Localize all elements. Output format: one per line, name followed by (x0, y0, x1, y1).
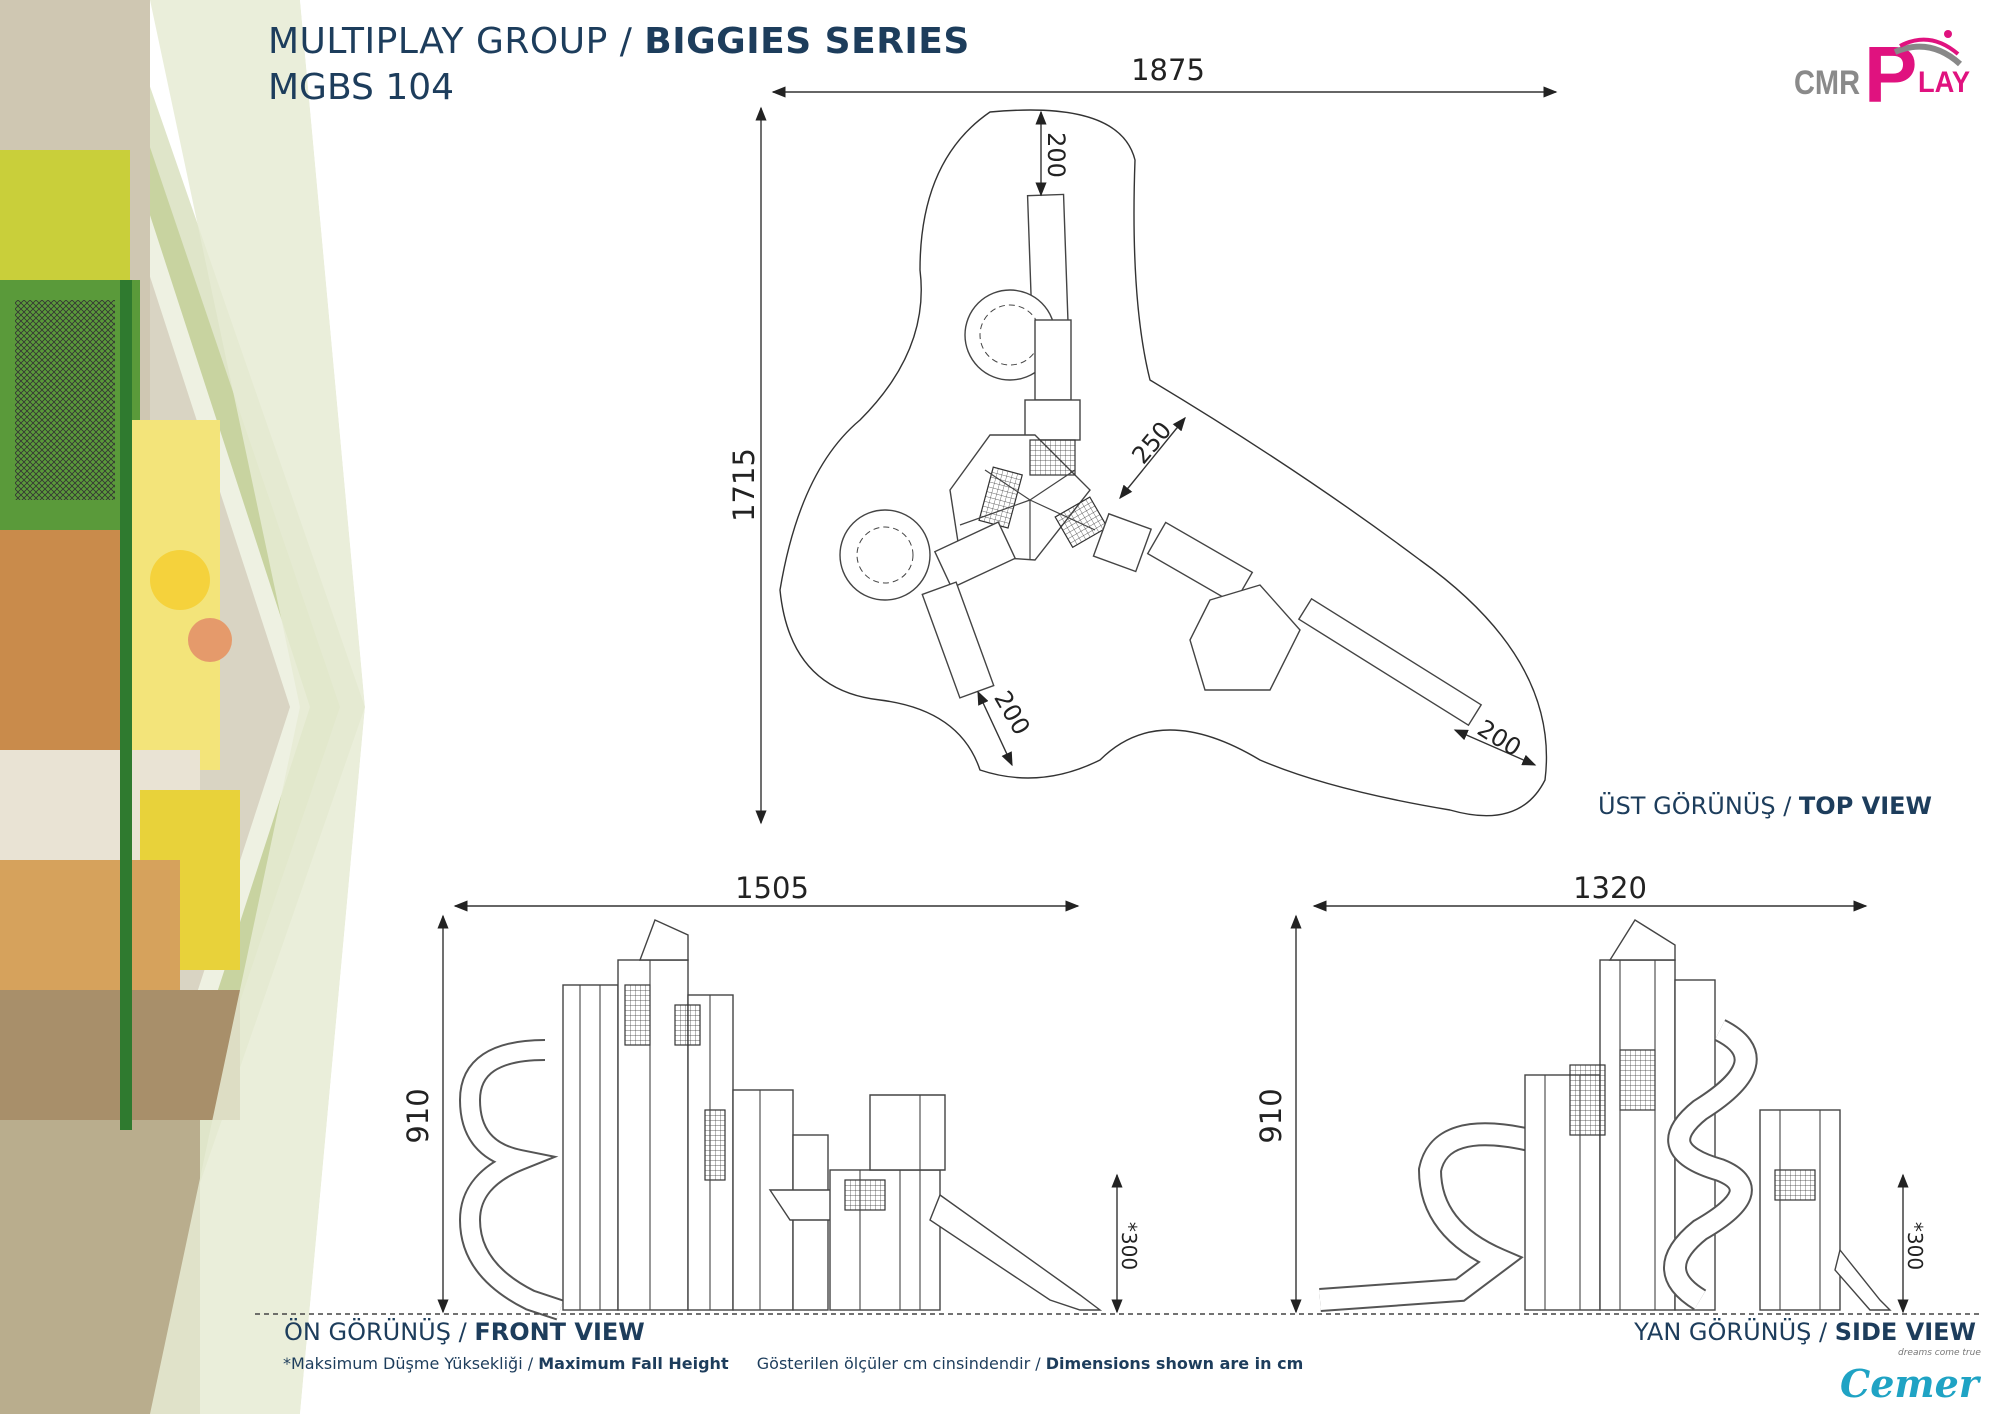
dim-side-fall-height: *300 (1903, 1222, 1927, 1270)
group-name: MULTIPLAY GROUP (268, 21, 608, 62)
slogan: dreams come true (1898, 1348, 1981, 1358)
cemer-logo: dreams come true Cemer (1840, 1348, 1998, 1412)
dim-depth: 1715 (727, 448, 761, 522)
product-photo-panel (0, 0, 380, 1414)
front-view-caption: ÖN GÖRÜNÜŞ / FRONT VIEW (284, 1318, 645, 1346)
safety-zone-outline (779, 109, 1548, 817)
series-name: BIGGIES SERIES (644, 21, 970, 62)
front-view: 1505 910 *300 (401, 871, 1141, 1321)
dim-clearance-left: 200 (988, 686, 1035, 740)
left-slide (921, 581, 995, 699)
playground-photo (0, 0, 290, 1414)
title-separator: / (607, 21, 645, 62)
footnote: *Maksimum Düşme Yüksekliği / Maximum Fal… (283, 1354, 1304, 1373)
top-view-caption: ÜST GÖRÜNÜŞ / TOP VIEW (1598, 792, 1933, 820)
side-small-tower (1759, 1109, 1841, 1311)
cmrplay-logo: CMR P LAY (1790, 22, 1980, 119)
model-code: MGBS 104 (268, 67, 455, 108)
side-view-caption: YAN GÖRÜNÜŞ / SIDE VIEW (1634, 1318, 1976, 1346)
caption-en: TOP VIEW (1798, 792, 1933, 820)
right-slide (1297, 597, 1483, 727)
spiral-slide-left (839, 509, 931, 601)
caption-en: FRONT VIEW (474, 1318, 645, 1346)
dims-note-tr: Gösterilen ölçüler cm cinsindendir (756, 1354, 1031, 1373)
dim-side-height: 910 (1254, 1088, 1288, 1143)
top-view: 1875 1715 200 250 200 200 (727, 53, 1558, 825)
caption-tr: ÜST GÖRÜNÜŞ (1598, 792, 1776, 820)
side-tall-tower (1599, 959, 1676, 1311)
page-title: MULTIPLAY GROUP / BIGGIES SERIES (268, 22, 970, 62)
small-tower (1189, 584, 1301, 691)
caption-tr: ÖN GÖRÜNÜŞ (284, 1318, 451, 1346)
side-view: 1320 910 *300 (1254, 871, 1927, 1314)
fall-height-en: Maximum Fall Height (538, 1354, 729, 1373)
caption-tr: YAN GÖRÜNÜŞ (1634, 1318, 1812, 1346)
dim-clearance-top: 200 (1042, 132, 1070, 178)
fall-height-tr: *Maksimum Düşme Yüksekliği (283, 1354, 523, 1373)
front-straight-slide (929, 1193, 1103, 1311)
dim-clearance-side: 250 (1126, 416, 1177, 469)
company-name: Cemer (1840, 1361, 1979, 1406)
dim-front-height: 910 (401, 1088, 435, 1143)
caption-en: SIDE VIEW (1834, 1318, 1976, 1346)
svg-text:CMR: CMR (1794, 64, 1860, 102)
dim-front-fall-height: *300 (1117, 1222, 1141, 1270)
dim-width: 1875 (1131, 53, 1205, 87)
svg-text:LAY: LAY (1918, 66, 1970, 99)
bridge (1146, 521, 1254, 605)
dim-clearance-right: 200 (1472, 714, 1526, 762)
dim-front-width: 1505 (735, 871, 809, 905)
dim-side-width: 1320 (1573, 871, 1647, 905)
dims-note-en: Dimensions shown are in cm (1045, 1354, 1304, 1373)
